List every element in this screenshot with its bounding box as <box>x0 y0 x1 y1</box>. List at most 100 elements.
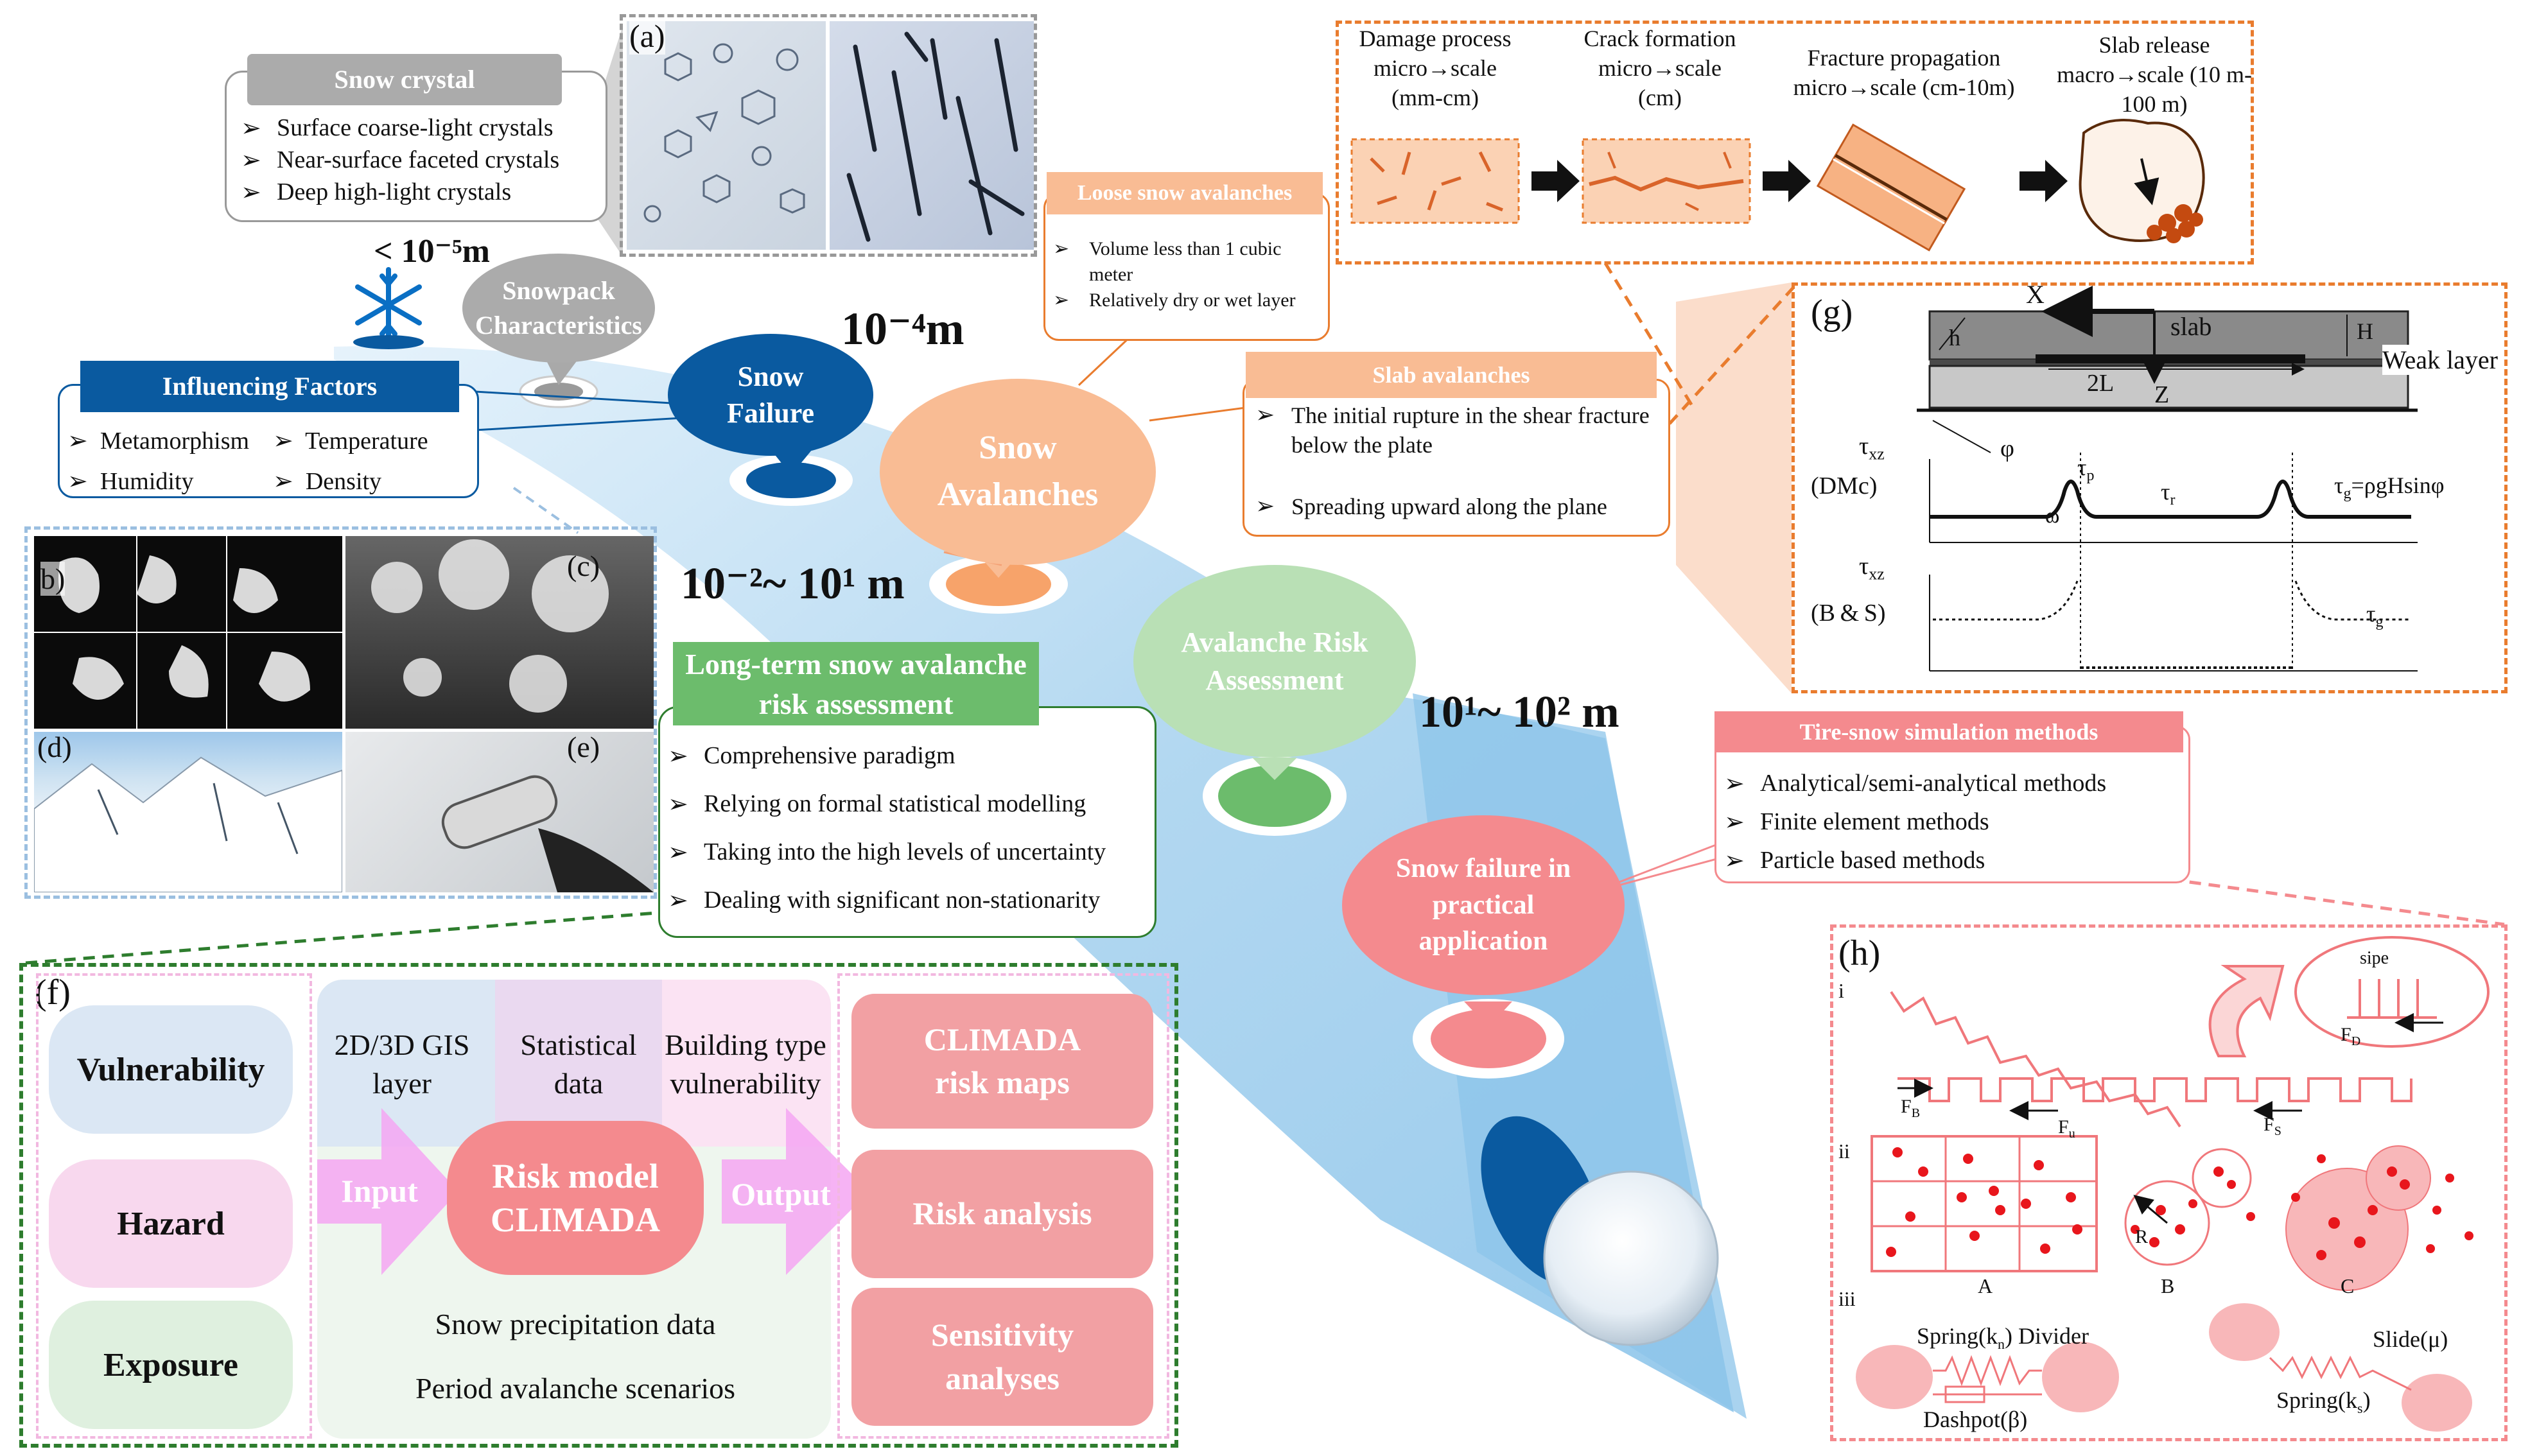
crystal-photo-1 <box>627 21 826 250</box>
arrow-right-icon <box>1763 160 1811 202</box>
g-tau-xz-2: τxz <box>1859 553 1885 584</box>
slab-avalanche-title: Slab avalanches <box>1246 352 1657 398</box>
g-weak-label: Weak layer <box>2382 345 2498 375</box>
tire-snow-title: Tire-snow simulation methods <box>1714 711 2183 752</box>
f-risk-analysis-label: Risk analysis <box>912 1195 1092 1232</box>
wedge-g <box>1676 282 1792 693</box>
h-i-label: i <box>1838 979 1844 1002</box>
f-gis-bg <box>317 980 510 1147</box>
g-z-label: Z <box>2154 381 2170 408</box>
tire-item: Particle based methods <box>1718 841 2180 880</box>
slab-item: The initial rupture in the shear fractur… <box>1249 401 1660 460</box>
f-precip-label: Snow precipitation data <box>435 1308 716 1340</box>
f-left-column <box>36 973 312 1439</box>
node-practical: Snow failure in practical application <box>1342 815 1625 995</box>
arrow-right-icon <box>317 1108 458 1275</box>
panel-h-label: (h) <box>1838 933 1881 973</box>
panel-f-label: (f) <box>35 973 71 1012</box>
f-output-label: Output <box>731 1176 831 1212</box>
fracture-step-4-label: Slab release macro→scale (10 m-100 m) <box>2057 32 2252 117</box>
tire-item: Analytical/semi-analytical methods <box>1718 764 2180 802</box>
h-ii-label: ii <box>1838 1140 1850 1163</box>
h-R-label: R <box>2135 1226 2149 1247</box>
longterm-item: Relying on formal statistical modelling <box>661 780 1149 828</box>
f-sensitivity-label: Sensitivity analyses <box>930 1317 1074 1396</box>
snow-crystal-item: Deep high-light crystals <box>234 176 559 208</box>
f-stat-label: Statistical data <box>520 1028 637 1100</box>
g-2l-label: 2L <box>2087 370 2115 397</box>
factor-item: ➢ Density <box>273 467 382 495</box>
photo-c <box>345 536 654 729</box>
g-phi-label: φ <box>2000 435 2014 462</box>
snow-crystal-item: Near-surface faceted crystals <box>234 144 559 176</box>
longterm-item: Comprehensive paradigm <box>661 732 1149 780</box>
node-risk-assessment: Avalanche Risk Assessment <box>1133 565 1416 758</box>
f-model-box: Risk model CLIMADA <box>447 1121 704 1275</box>
h-fu-label: Fu <box>2058 1116 2075 1141</box>
g-tau-g-eq: τg=ρgHsinφ <box>2334 472 2445 503</box>
h-dashpot-label: Dashpot(β) <box>1923 1407 2028 1432</box>
f-risk-maps: CLIMADA risk maps <box>851 994 1153 1129</box>
f-risk-analysis: Risk analysis <box>851 1150 1153 1278</box>
factor-item: ➢ Metamorphism <box>67 426 250 455</box>
g-tau-r: τr <box>2161 479 2176 509</box>
loose-avalanche-title: Loose snow avalanches <box>1047 172 1323 214</box>
g-bs-label: (B & S) <box>1811 600 1886 627</box>
snow-crystal-title: Snow crystal <box>247 54 562 105</box>
h-spring-s-label: Spring(ks) <box>2276 1387 2371 1417</box>
f-model-label: Risk model CLIMADA <box>491 1157 660 1239</box>
panel-c-label: (c) <box>567 550 600 582</box>
node-risk-assessment-label: Avalanche Risk Assessment <box>1181 626 1368 696</box>
h-A-label: A <box>1978 1274 1993 1297</box>
f-exposure: Exposure <box>49 1301 293 1429</box>
factor-item: ➢ Temperature <box>273 426 428 455</box>
node-snow-avalanches: Snow Avalanches <box>880 379 1156 565</box>
f-input-label: Input <box>341 1173 418 1209</box>
g-tau-xz-1: τxz <box>1859 433 1885 464</box>
longterm-title: Long-term snow avalanche risk assessment <box>673 642 1039 725</box>
h-fd-label: FD <box>2341 1024 2361 1048</box>
influencing-factors-title: Influencing Factors <box>80 361 459 412</box>
panel-bcde: b) (c) (d) (e) <box>24 526 657 899</box>
f-period-label: Period avalanche scenarios <box>415 1372 736 1405</box>
g-h-label: h <box>1949 325 1960 351</box>
node-practical-label: Snow failure in practical application <box>1395 853 1571 957</box>
h-fs-label: FS <box>2264 1114 2281 1138</box>
influencing-factors-grid: ➢ Metamorphism ➢ Temperature ➢ Humidity … <box>67 420 478 501</box>
tire-snow-list: Analytical/semi-analytical methods Finit… <box>1718 764 2180 880</box>
f-vulnerability: Vulnerability <box>49 1005 293 1134</box>
f-arrows <box>317 1108 869 1275</box>
photo-e <box>345 732 654 892</box>
arrow-right-icon <box>2019 160 2068 202</box>
panel-b-label: b) <box>40 562 65 596</box>
f-hazard: Hazard <box>49 1159 293 1288</box>
h-slide-label: Slide(μ) <box>2373 1326 2448 1352</box>
loose-item: Relatively dry or wet layer <box>1047 288 1323 313</box>
f-risk-maps-label: CLIMADA risk maps <box>923 1021 1081 1101</box>
h-C-label: C <box>2341 1274 2355 1297</box>
longterm-item: Dealing with significant non-stationarit… <box>661 876 1149 924</box>
snowball-icon <box>1543 1170 1719 1346</box>
f-stat-bg <box>495 980 662 1147</box>
scale-label-2: 10⁻⁴m <box>841 303 964 354</box>
g-x-label: X <box>2026 280 2045 309</box>
panel-h-diagram <box>1856 936 2490 1432</box>
f-sensitivity: Sensitivity analyses <box>851 1288 1153 1426</box>
arrow-right-icon <box>1531 160 1580 202</box>
f-building-bg <box>662 980 831 1147</box>
panel-h: (h) i ii iii <box>1830 924 2508 1441</box>
arrow-right-icon <box>722 1108 869 1275</box>
panel-g-label: (g) <box>1811 293 1853 333</box>
h-B-label: B <box>2161 1274 2175 1297</box>
h-sipe-label: sipe <box>2360 948 2389 968</box>
h-iii-label: iii <box>1838 1287 1856 1310</box>
node-snowpack-label: Snowpack Characteristics <box>475 276 642 340</box>
g-tau-g: τg <box>2366 601 2384 631</box>
f-gis-label: 2D/3D GIS layer <box>334 1028 470 1100</box>
slab-avalanche-list: The initial rupture in the shear fractur… <box>1249 401 1660 521</box>
f-building-label: Building type vulnerability <box>665 1028 826 1100</box>
snow-crystal-item: Surface coarse-light crystals <box>234 112 559 144</box>
panel-d-label: (d) <box>37 731 72 763</box>
factor-item: ➢ Humidity <box>67 467 194 495</box>
scale-label-4: 10¹~ 10² m <box>1419 688 1619 737</box>
